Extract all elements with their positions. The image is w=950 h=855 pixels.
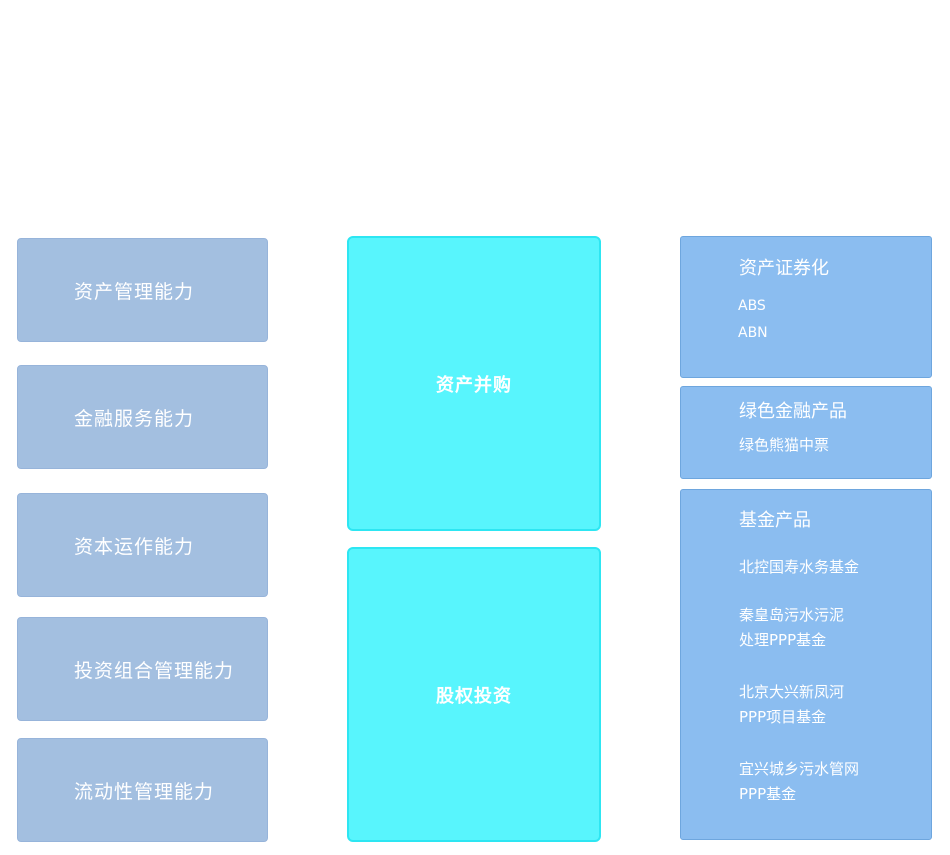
capability-label: 金融服务能力 [74, 407, 195, 430]
service-label: 股权投资 [436, 685, 512, 707]
product-green-finance: 绿色金融产品 绿色熊猫中票 [680, 386, 932, 479]
capability-liquidity-management: 流动性管理能力 [17, 738, 268, 842]
service-asset-mna: 资产并购 [347, 236, 601, 531]
product-title: 基金产品 [739, 510, 811, 531]
product-item: 北控国寿水务基金 [739, 558, 860, 576]
product-fund: 基金产品 北控国寿水务基金 秦皇岛污水污泥 处理PPP基金 北京大兴新凤河 PP… [680, 489, 932, 840]
product-item: ABS [738, 298, 766, 314]
product-item: ABN [738, 325, 768, 341]
capability-asset-management: 资产管理能力 [17, 238, 268, 342]
product-securitization: 资产证券化 ABS ABN [680, 236, 932, 378]
service-equity-investment: 股权投资 [347, 547, 601, 842]
product-item: 宜兴城乡污水管网 PPP基金 [739, 760, 860, 803]
product-item: 秦皇岛污水污泥 处理PPP基金 [739, 606, 845, 649]
product-title: 资产证券化 [739, 258, 829, 279]
service-label: 资产并购 [436, 374, 512, 396]
capability-label: 流动性管理能力 [74, 780, 215, 803]
capability-financial-services: 金融服务能力 [17, 365, 268, 469]
product-title: 绿色金融产品 [739, 401, 847, 422]
product-item: 北京大兴新凤河 PPP项目基金 [739, 683, 845, 726]
capability-portfolio-management: 投资组合管理能力 [17, 617, 268, 721]
capability-label: 投资组合管理能力 [74, 659, 235, 682]
product-item: 绿色熊猫中票 [739, 436, 830, 454]
capability-label: 资本运作能力 [74, 535, 195, 558]
capability-label: 资产管理能力 [74, 280, 195, 303]
capability-capital-operation: 资本运作能力 [17, 493, 268, 597]
